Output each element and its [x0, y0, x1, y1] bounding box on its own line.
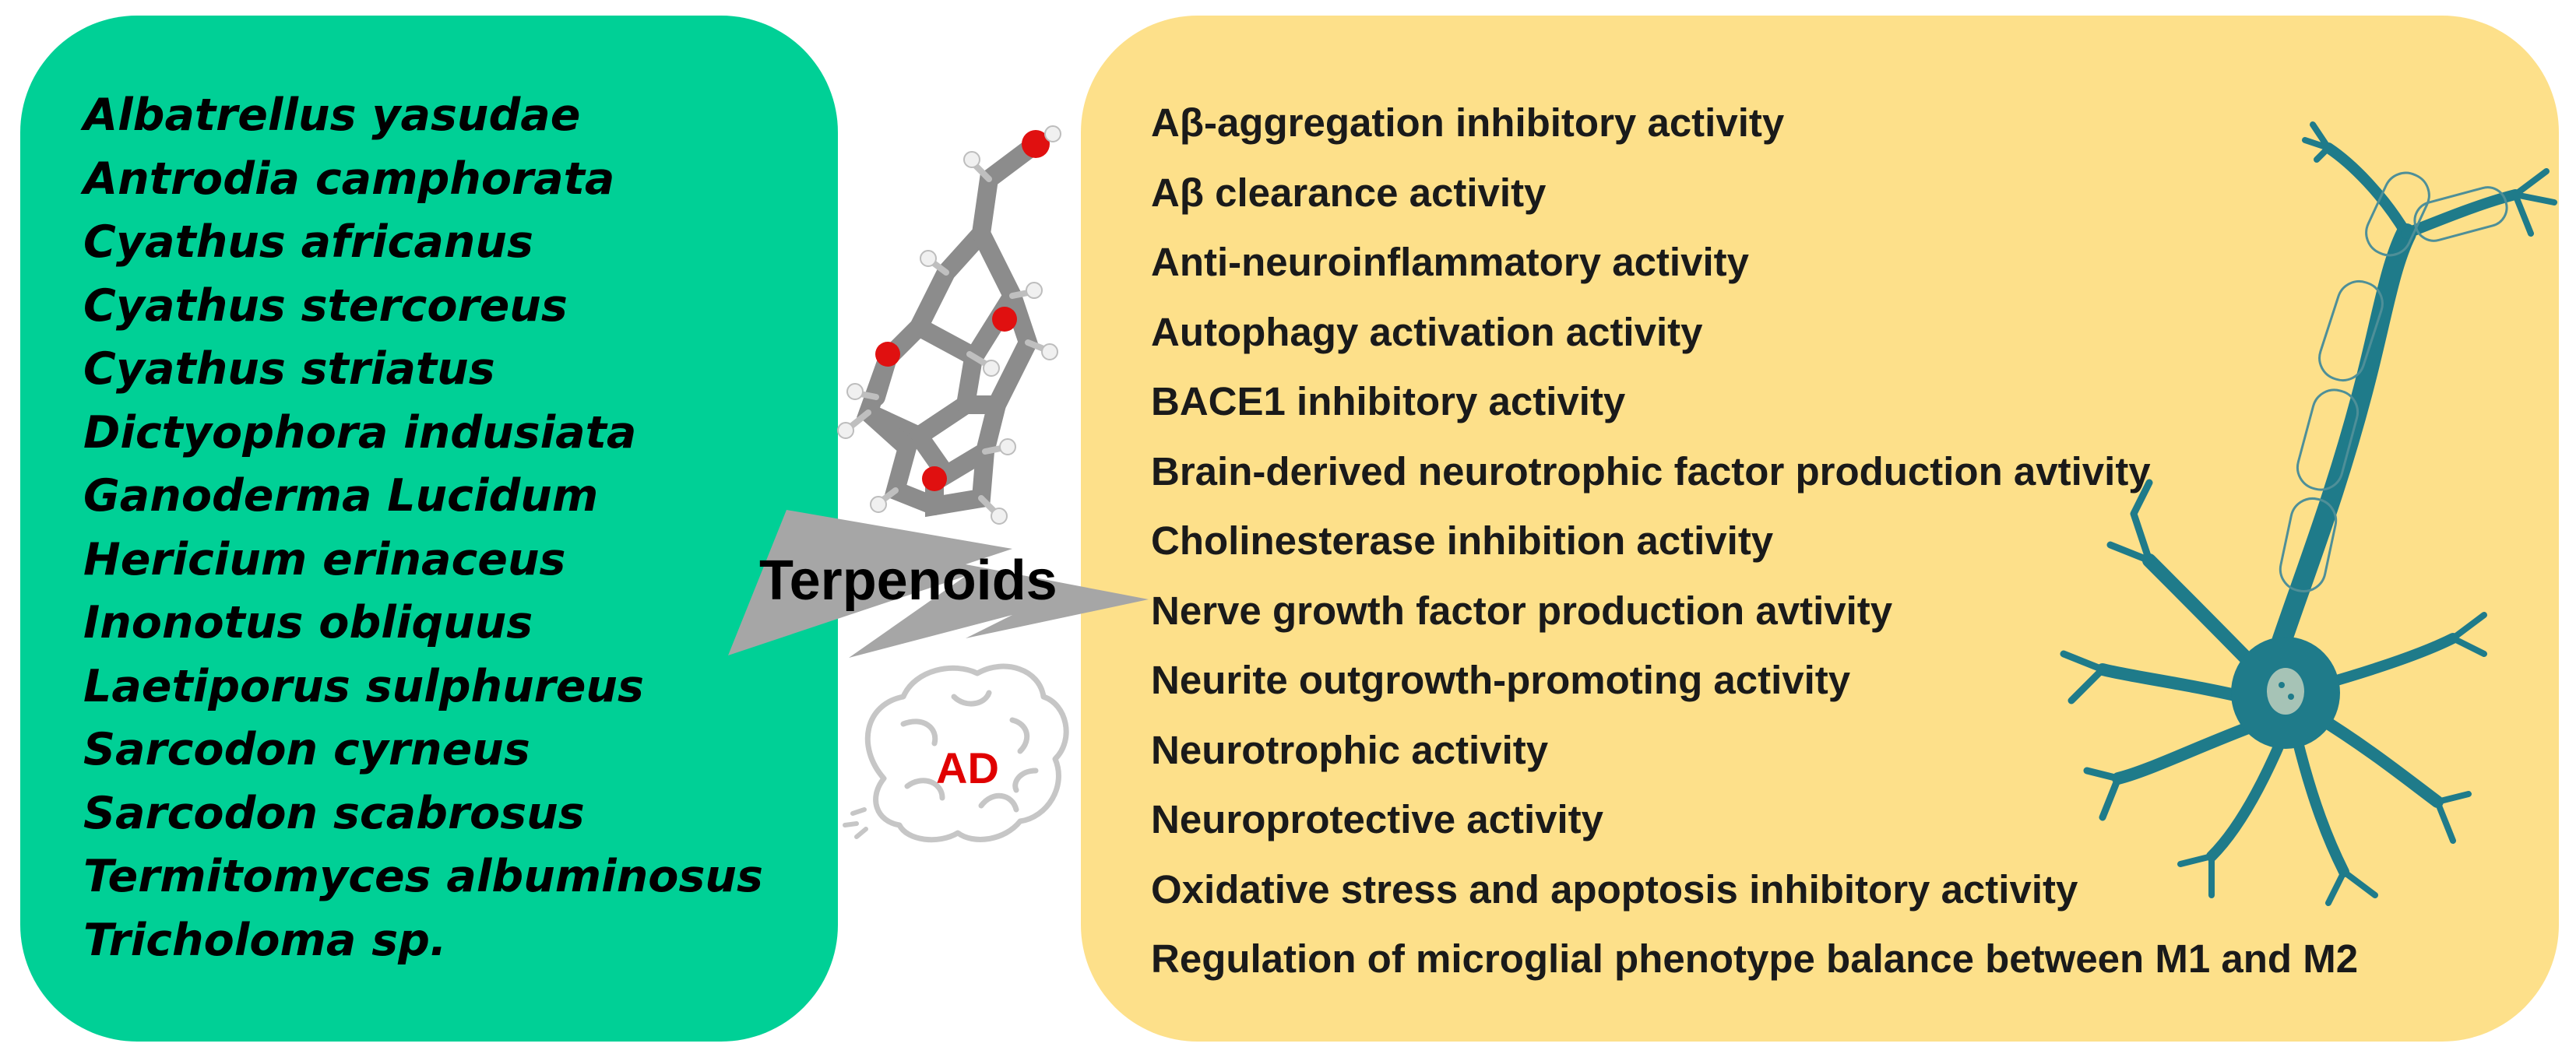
- species-item: Cyathus striatus: [83, 343, 495, 395]
- mushroom-species-panel: [20, 16, 838, 1042]
- species-item: Dictyophora indusiata: [83, 406, 637, 458]
- species-item: Albatrellus yasudae: [83, 90, 581, 141]
- species-item: Ganoderma Lucidum: [83, 470, 599, 522]
- terpenoids-label: Terpenoids: [759, 550, 1057, 612]
- activity-item: Brain-derived neurotrophic factor produc…: [1151, 448, 2151, 494]
- activity-item: Neurite outgrowth-promoting activity: [1151, 658, 1851, 702]
- species-item: Sarcodon cyrneus: [83, 724, 530, 775]
- ad-label: AD: [936, 743, 999, 792]
- activity-item: Neurotrophic activity: [1151, 727, 1549, 772]
- activity-item: Nerve growth factor production avtivity: [1151, 588, 1893, 633]
- activity-list: Aβ-aggregation inhibitory activity Aβ cl…: [1151, 88, 2358, 994]
- species-item: Sarcodon scabrosus: [83, 787, 585, 839]
- activity-item: BACE1 inhibitory activity: [1151, 379, 1626, 423]
- species-item: Antrodia camphorata: [83, 153, 615, 205]
- activity-item: Regulation of microglial phenotype balan…: [1151, 936, 2359, 981]
- species-item: Inonotus obliquus: [83, 597, 533, 648]
- activity-item: Anti-neuroinflammatory activity: [1151, 240, 1749, 284]
- species-item: Cyathus africanus: [83, 216, 533, 268]
- activity-item: Autophagy activation activity: [1151, 309, 1703, 354]
- activity-item: Cholinesterase inhibition activity: [1151, 518, 1774, 563]
- species-item: Cyathus stercoreus: [83, 279, 568, 332]
- activity-item: Aβ-aggregation inhibitory activity: [1151, 100, 1785, 145]
- species-item: Hericium erinaceus: [83, 533, 566, 585]
- activity-item: Aβ clearance activity: [1151, 170, 1547, 215]
- activity-item: Oxidative stress and apoptosis inhibitor…: [1151, 866, 2078, 912]
- species-item: Laetiporus sulphureus: [83, 660, 644, 712]
- species-item: Tricholoma sp.: [83, 914, 447, 966]
- species-list: Albatrellus yasudae Antrodia camphorata …: [83, 84, 763, 972]
- species-item: Termitomyces albuminosus: [83, 851, 763, 902]
- activity-item: Neuroprotective activity: [1151, 797, 1604, 841]
